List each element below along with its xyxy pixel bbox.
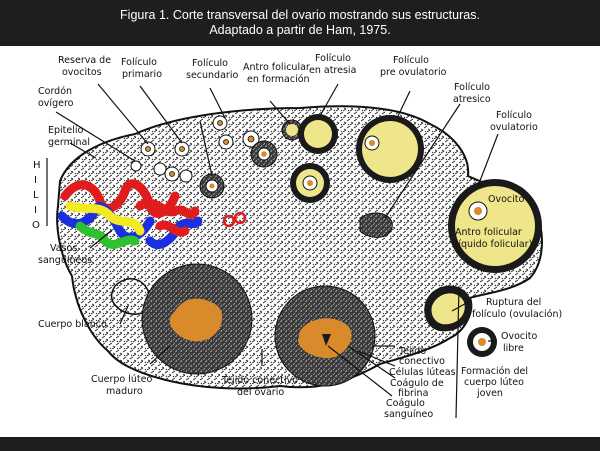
- label-epitelio-1: Epitelio: [48, 125, 84, 136]
- label-ruptura-2: folículo (ovulación): [472, 309, 562, 320]
- label-secundario-2: secundario: [186, 70, 238, 81]
- bottom-bar: [0, 437, 600, 451]
- label-primario-1: Folículo: [121, 57, 157, 68]
- label-tejido-2: conectivo: [399, 356, 445, 367]
- oocyte-nuclei: [145, 120, 255, 177]
- label-antro-form-2: en formación: [247, 74, 310, 85]
- label-tejido-ovario-1: Tejido conectivo: [221, 375, 298, 386]
- label-ruptura-1: Ruptura del: [486, 297, 541, 308]
- figure-caption: Figura 1. Corte transversal del ovario m…: [0, 0, 600, 46]
- label-antro-form-1: Antro folicular: [243, 62, 310, 73]
- ruptured-follicle: [424, 285, 472, 332]
- corpus-albicans: [110, 278, 151, 315]
- label-luteo-joven-2: cuerpo lúteo: [464, 377, 524, 388]
- label-coag-fibrina-2: fibrina: [398, 388, 428, 399]
- label-luteo-maduro-1: Cuerpo lúteo: [91, 374, 152, 385]
- atresic-follicle: [359, 212, 393, 238]
- label-antro-liq-1: Antro folicular: [455, 227, 522, 238]
- primordial-follicles: [130, 115, 260, 183]
- forming-antrum-follicle: [281, 119, 303, 141]
- label-coag-sang-1: Coágulo: [386, 398, 425, 409]
- caption-line-1: Figura 1. Corte transversal del ovario m…: [120, 8, 480, 22]
- label-atresia-2: en atresia: [309, 65, 356, 76]
- diagram-canvas: H I L I O: [0, 46, 600, 437]
- label-ovocito-libre-1: Ovocito: [501, 331, 537, 342]
- label-reserva-2: ovocitos: [62, 67, 102, 78]
- label-coag-fibrina-1: Coágulo de: [390, 378, 444, 389]
- antral-follicle-center: [290, 163, 330, 203]
- ovary-diagram: H I L I O: [32, 53, 562, 420]
- hilio-letter-i2: I: [34, 205, 37, 216]
- label-preov-2: pre ovulatorio: [380, 67, 447, 78]
- label-primario-2: primario: [122, 69, 162, 80]
- label-ovulatorio-1: Folículo: [496, 110, 532, 121]
- label-epitelio-2: germinal: [48, 137, 90, 148]
- preovulatory-follicle: [356, 115, 424, 183]
- label-celulas: Células lúteas: [389, 367, 456, 378]
- mature-corpus-luteum: [141, 263, 253, 375]
- small-vessel-loops: [222, 211, 247, 228]
- diagram-labels: Reserva de ovocitos Cordón ovígero Epite…: [38, 53, 562, 420]
- label-cordon-2: ovígero: [38, 98, 74, 109]
- label-ovulatorio-2: ovulatorio: [490, 122, 538, 133]
- label-secundario-1: Folículo: [192, 58, 228, 69]
- label-cordon-1: Cordón: [38, 86, 72, 97]
- label-antro-liq-2: (líquido folicular): [452, 239, 532, 250]
- hilio-letter-o: O: [32, 220, 40, 231]
- label-reserva-1: Reserva de: [58, 55, 111, 66]
- secondary-follicle: [199, 140, 278, 199]
- free-oocyte: [467, 327, 497, 357]
- hilio-letters: H I L I O: [32, 160, 41, 231]
- label-luteo-joven-1: Formación del: [461, 366, 528, 377]
- label-atresia-1: Folículo: [315, 53, 351, 64]
- leader-lines: [55, 83, 499, 419]
- label-vasos-2: sanguíneos: [38, 255, 92, 266]
- label-luteo-joven-3: joven: [476, 388, 503, 399]
- caption-line-2: Adaptado a partir de Ham, 1975.: [209, 23, 391, 37]
- label-blanco: Cuerpo blanco: [38, 319, 107, 330]
- label-vasos-1: Vasos: [50, 243, 77, 254]
- ovulatory-follicle: [448, 179, 542, 273]
- blood-vessels: [57, 179, 203, 250]
- label-luteo-maduro-2: maduro: [106, 386, 143, 397]
- label-ovocito-libre-2: libre: [503, 343, 524, 354]
- label-atresico-1: Folículo: [454, 82, 490, 93]
- young-corpus-luteum: [274, 285, 376, 387]
- hilio-letter-i1: I: [34, 175, 37, 186]
- label-preov-1: Folículo: [393, 55, 429, 66]
- hilio-letter-h: H: [33, 160, 41, 171]
- label-coag-sang-2: sanguíneo: [384, 409, 433, 420]
- atretic-follicle-top: [298, 114, 338, 154]
- hilio-letter-l: L: [33, 190, 39, 201]
- label-atresico-2: atresico: [453, 94, 491, 105]
- label-tejido-ovario-2: del ovario: [237, 387, 284, 398]
- label-ovocito: Ovocito: [488, 194, 524, 205]
- label-tejido-1: Tejido: [398, 346, 426, 357]
